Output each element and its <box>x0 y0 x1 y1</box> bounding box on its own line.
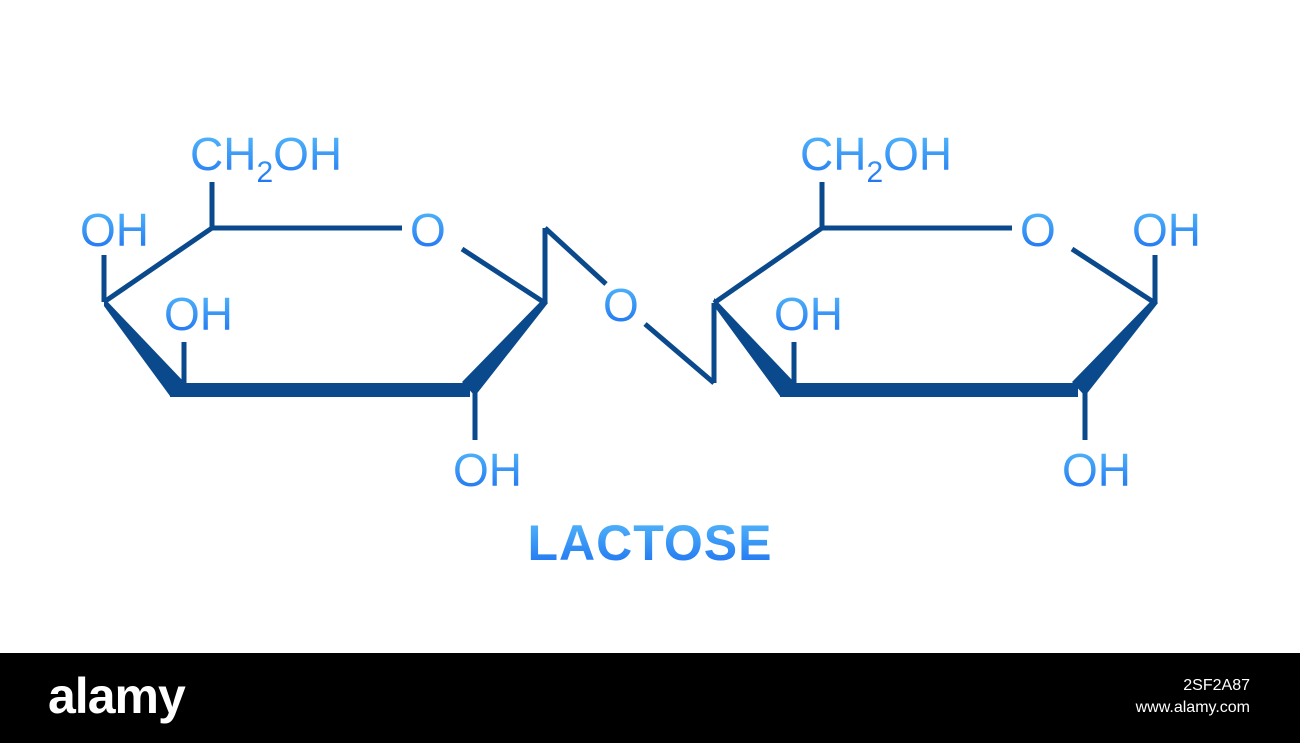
left-c4-oh-label: OH <box>80 204 149 256</box>
right-c1-oh-label: OH <box>1132 204 1201 256</box>
wedge-left-c3-c2 <box>170 383 470 397</box>
wedge-right-c3-c2 <box>780 383 1078 397</box>
left-ring <box>101 182 548 440</box>
glycosidic-link <box>542 226 717 385</box>
right-ch2oh-label: CH2OH <box>800 128 952 189</box>
brand-logo: alamy <box>48 668 186 724</box>
footer-info: 2SF2A87 www.alamy.com <box>1136 675 1250 719</box>
right-c2-oh-label: OH <box>1062 444 1131 496</box>
right-ring <box>712 182 1158 440</box>
right-ring-o-label: O <box>1020 204 1056 256</box>
site-url: www.alamy.com <box>1135 699 1250 716</box>
bond-left-c5-c4 <box>102 225 214 305</box>
bridge-o-label: O <box>603 279 639 331</box>
molecule-title: LACTOSE <box>528 515 773 571</box>
left-c2-oh-label: OH <box>453 444 522 496</box>
wedge-left-c2-c1 <box>462 300 548 396</box>
bond-left-o-c1 <box>460 246 547 306</box>
bond-right-c5-c4 <box>712 225 824 306</box>
footer-bar: alamy 2SF2A87 www.alamy.com <box>0 653 1300 743</box>
wedge-right-c4-c3 <box>714 298 794 396</box>
left-ch2oh-label: CH2OH <box>190 128 342 189</box>
bond-to-bridge-o <box>543 226 608 286</box>
left-c3-oh-label: OH <box>164 288 233 340</box>
wedge-right-c2-c1 <box>1072 300 1158 396</box>
image-id: 2SF2A87 <box>1183 677 1250 694</box>
bond-from-bridge-o <box>643 322 716 385</box>
lactose-structure-diagram: CH2OH O OH OH OH O CH2OH O OH OH OH LACT… <box>80 128 1201 571</box>
left-ring-o-label: O <box>410 204 446 256</box>
bond-right-o-c1 <box>1070 246 1157 306</box>
wedge-left-c4-c3 <box>104 298 184 396</box>
right-c3-oh-label: OH <box>774 288 843 340</box>
